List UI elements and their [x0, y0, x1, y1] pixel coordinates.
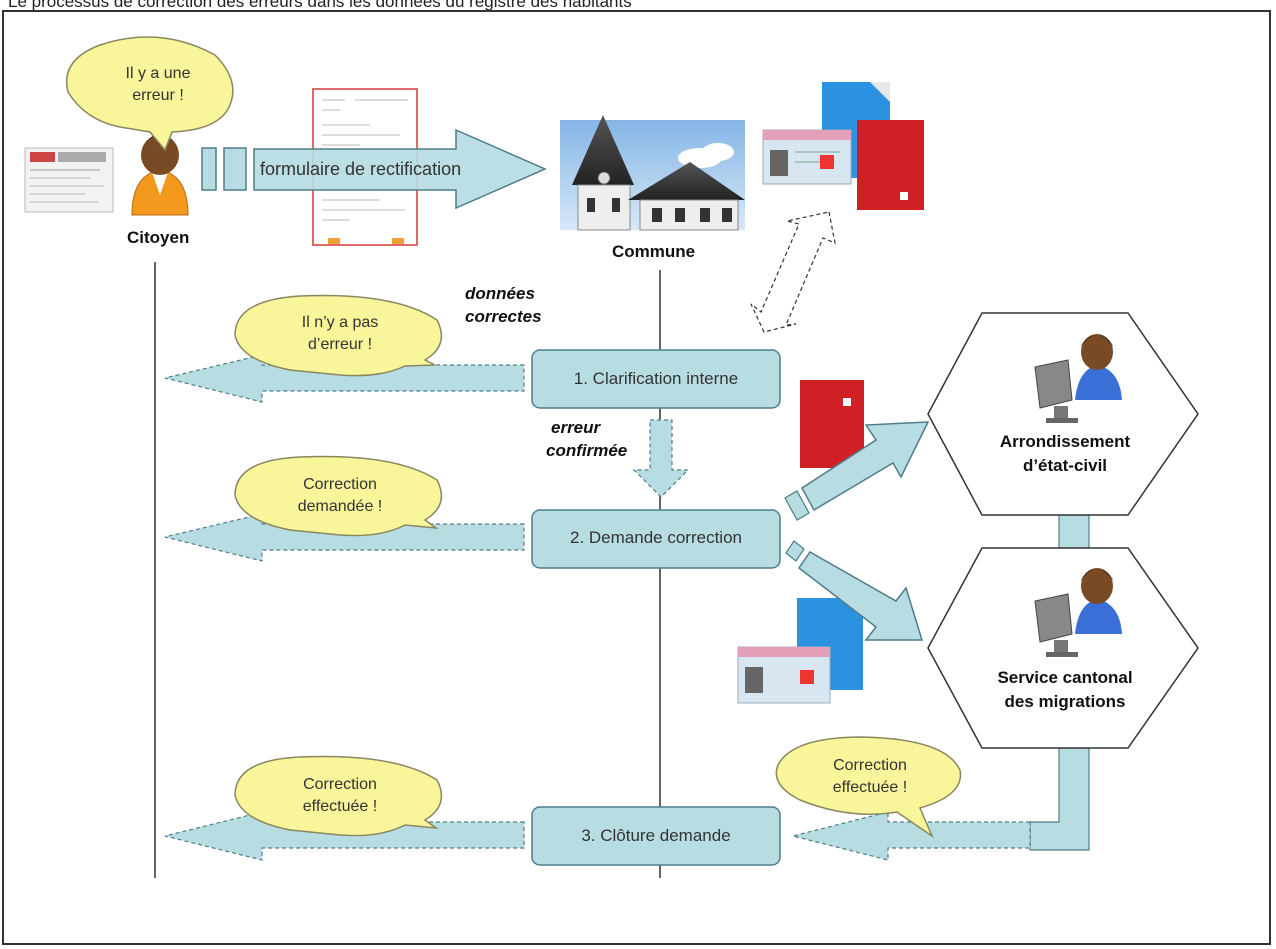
office-worker-icon	[1034, 568, 1122, 657]
passport-icon	[800, 380, 864, 468]
arrow-tail-segment	[223, 147, 247, 191]
service-return-arrow	[792, 811, 1031, 861]
bubble-error	[66, 36, 234, 152]
bubble-requested	[234, 455, 443, 537]
passport-id-icon	[762, 82, 924, 210]
step1-label: 1. Clarification interne	[573, 369, 739, 388]
person-icon	[131, 134, 189, 216]
no-error-arrow	[164, 354, 525, 403]
step2-label: 2. Demande correction	[570, 528, 742, 547]
data-exchange-arrow	[750, 211, 836, 333]
bubble-done-citizen	[234, 755, 443, 837]
id-card-icon	[24, 147, 114, 213]
commune-label: Commune	[612, 242, 696, 261]
citizen-label: Citoyen	[127, 228, 190, 247]
diagram-frame	[2, 10, 1271, 945]
town-hall-icon	[560, 115, 745, 231]
step3-box	[531, 806, 781, 866]
header-caption: Le processus de correction des erreurs d…	[8, 0, 632, 11]
requested-arrow	[164, 513, 525, 562]
form-arrow	[253, 128, 547, 210]
office-worker-icon	[1034, 334, 1122, 423]
step1-box	[531, 349, 781, 409]
form-arrow-label: formulaire de rectification	[260, 159, 462, 179]
passport-id-icon	[737, 598, 863, 704]
step2-box	[531, 509, 781, 569]
request-arrow-service	[785, 540, 924, 641]
office-return-bar	[1029, 744, 1090, 851]
confirm-arrow	[632, 419, 690, 498]
bubble-done-service	[775, 736, 962, 839]
arrow-tail-segment	[201, 147, 217, 191]
bubble-no-error	[234, 294, 443, 377]
step3-label: 3. Clôture demande	[581, 826, 731, 845]
request-arrow-arrondissement	[784, 421, 930, 521]
